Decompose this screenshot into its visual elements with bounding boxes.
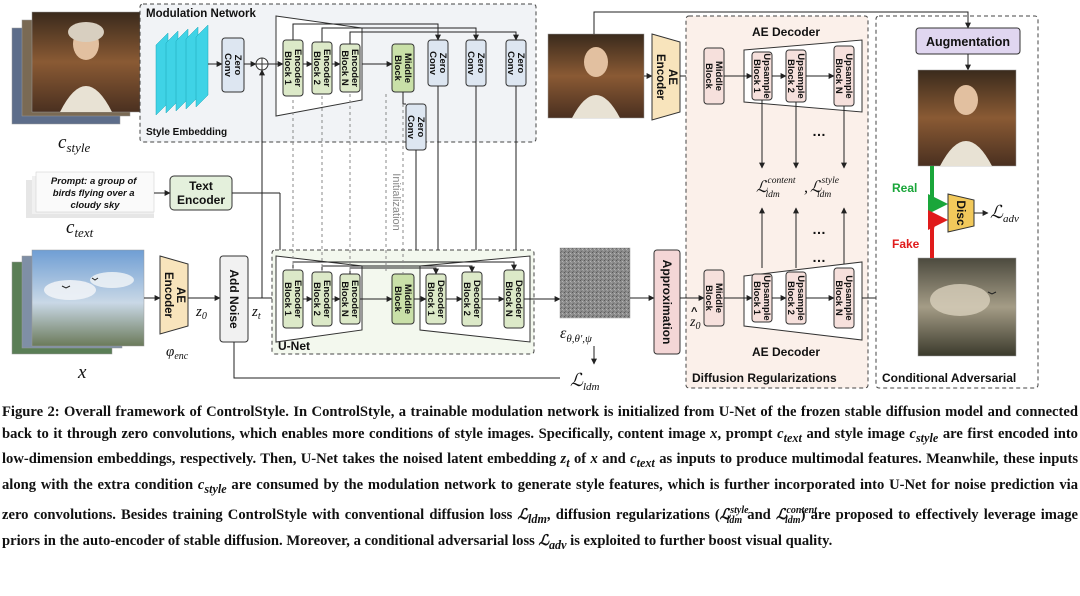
mod-zero-convs: ZeroConv ZeroConv ZeroConv ZeroConv bbox=[405, 39, 527, 151]
ae-encoder-style bbox=[651, 33, 681, 121]
modulation-network-title: Modulation Network bbox=[146, 8, 256, 20]
ae-encoder-content bbox=[159, 255, 189, 335]
hat-mark: ^ bbox=[691, 306, 698, 318]
svg-text:EncoderBlock 2: EncoderBlock 2 bbox=[311, 49, 332, 87]
svg-text:UpsampleBlock 1: UpsampleBlock 1 bbox=[751, 275, 772, 320]
disc-block bbox=[947, 193, 975, 233]
ae-encoder-content-label: AEEncoder bbox=[162, 272, 186, 319]
l-adv-label: ℒadv bbox=[990, 202, 1019, 225]
svg-text:MiddleBlock: MiddleBlock bbox=[392, 284, 413, 314]
svg-text:UpsampleBlock 1: UpsampleBlock 1 bbox=[751, 53, 772, 98]
bottom-ellipsis: … bbox=[812, 249, 826, 265]
initialization-lines bbox=[292, 94, 404, 274]
approximation-block bbox=[653, 249, 681, 355]
unet-title: U-Net bbox=[278, 339, 310, 353]
initialization-label: Initialization bbox=[390, 173, 402, 230]
noise-image bbox=[559, 247, 631, 319]
ae-decoder-bottom-title: AE Decoder bbox=[752, 345, 820, 359]
conditional-adversarial-title: Conditional Adversarial bbox=[882, 371, 1016, 385]
controlstyle-framework-diagram: cstyle Prompt: a group of birds flying o… bbox=[11, 3, 1039, 393]
svg-text:EncoderBlock N: EncoderBlock N bbox=[339, 49, 360, 87]
svg-text:EncoderBlock N: EncoderBlock N bbox=[339, 280, 360, 318]
comma-sep: , bbox=[804, 179, 808, 196]
zero-conv-input-label: ZeroConv bbox=[222, 53, 243, 77]
top-ellipsis: … bbox=[812, 123, 826, 139]
real-arrow bbox=[927, 166, 948, 214]
ae-encoder-style-label: AEEncoder bbox=[654, 54, 678, 101]
ae-decoder-top-title: AE Decoder bbox=[752, 25, 820, 39]
l-ldm-label: ℒldm bbox=[570, 370, 600, 393]
svg-text:EncoderBlock 1: EncoderBlock 1 bbox=[282, 280, 303, 318]
disc-label: Disc bbox=[954, 200, 968, 226]
z0-label: z0 bbox=[195, 304, 207, 322]
fake-label: Fake bbox=[892, 237, 920, 251]
add-noise-label: Add Noise bbox=[227, 269, 241, 329]
z0-hat-label: z0 bbox=[689, 315, 700, 332]
svg-text:UpsampleBlock N: UpsampleBlock N bbox=[833, 53, 854, 98]
svg-text:ZeroConv: ZeroConv bbox=[405, 115, 426, 139]
fake-arrow bbox=[927, 210, 948, 258]
caption-figure-label: Figure 2: Overall framework of ControlSt… bbox=[2, 404, 289, 420]
svg-text:DecoderBlock 1: DecoderBlock 1 bbox=[425, 280, 446, 318]
svg-text:UpsampleBlock 2: UpsampleBlock 2 bbox=[785, 53, 806, 98]
approximation-label: Approximation bbox=[660, 260, 674, 345]
figure-caption: Figure 2: Overall framework of ControlSt… bbox=[2, 404, 1078, 553]
svg-text:EncoderBlock 1: EncoderBlock 1 bbox=[282, 49, 303, 87]
content-image-stack bbox=[11, 249, 145, 355]
svg-text:UpsampleBlock N: UpsampleBlock N bbox=[833, 275, 854, 320]
mid-ellipsis: … bbox=[812, 221, 826, 237]
epsilon-label: εθ,θ′,ψ bbox=[560, 325, 592, 345]
svg-text:MiddleBlock: MiddleBlock bbox=[703, 283, 724, 313]
phi-enc-label: φenc bbox=[166, 344, 189, 362]
feeder-lines bbox=[232, 69, 560, 379]
style-embedding-label: Style Embedding bbox=[146, 127, 227, 138]
real-label: Real bbox=[892, 181, 917, 195]
prompt-text: Prompt: a group of birds flying over a c… bbox=[51, 176, 139, 211]
augmentation-label: Augmentation bbox=[926, 35, 1010, 49]
zt-label: zt bbox=[251, 304, 261, 322]
c-style-label: cstyle bbox=[58, 132, 90, 155]
svg-text:DecoderBlock 2: DecoderBlock 2 bbox=[461, 280, 482, 318]
mod-connections bbox=[208, 23, 519, 259]
svg-text:ZeroConv: ZeroConv bbox=[427, 51, 448, 75]
svg-text:DecoderBlock N: DecoderBlock N bbox=[503, 280, 524, 318]
svg-text:ZeroConv: ZeroConv bbox=[505, 51, 526, 75]
svg-text:UpsampleBlock 2: UpsampleBlock 2 bbox=[785, 275, 806, 320]
style-image-stack bbox=[11, 11, 141, 125]
svg-text:ZeroConv: ZeroConv bbox=[465, 51, 486, 75]
style-embedding-slabs bbox=[155, 24, 209, 116]
x-label: x bbox=[77, 362, 87, 383]
svg-text:MiddleBlock: MiddleBlock bbox=[392, 53, 413, 83]
prompt-card-stack bbox=[26, 171, 155, 218]
svg-text:EncoderBlock 2: EncoderBlock 2 bbox=[311, 280, 332, 318]
top-decoder-lines bbox=[724, 73, 847, 268]
c-text-label: ctext bbox=[66, 217, 94, 240]
diffusion-regularizations-title: Diffusion Regularizations bbox=[692, 371, 837, 385]
svg-text:MiddleBlock: MiddleBlock bbox=[703, 61, 724, 91]
